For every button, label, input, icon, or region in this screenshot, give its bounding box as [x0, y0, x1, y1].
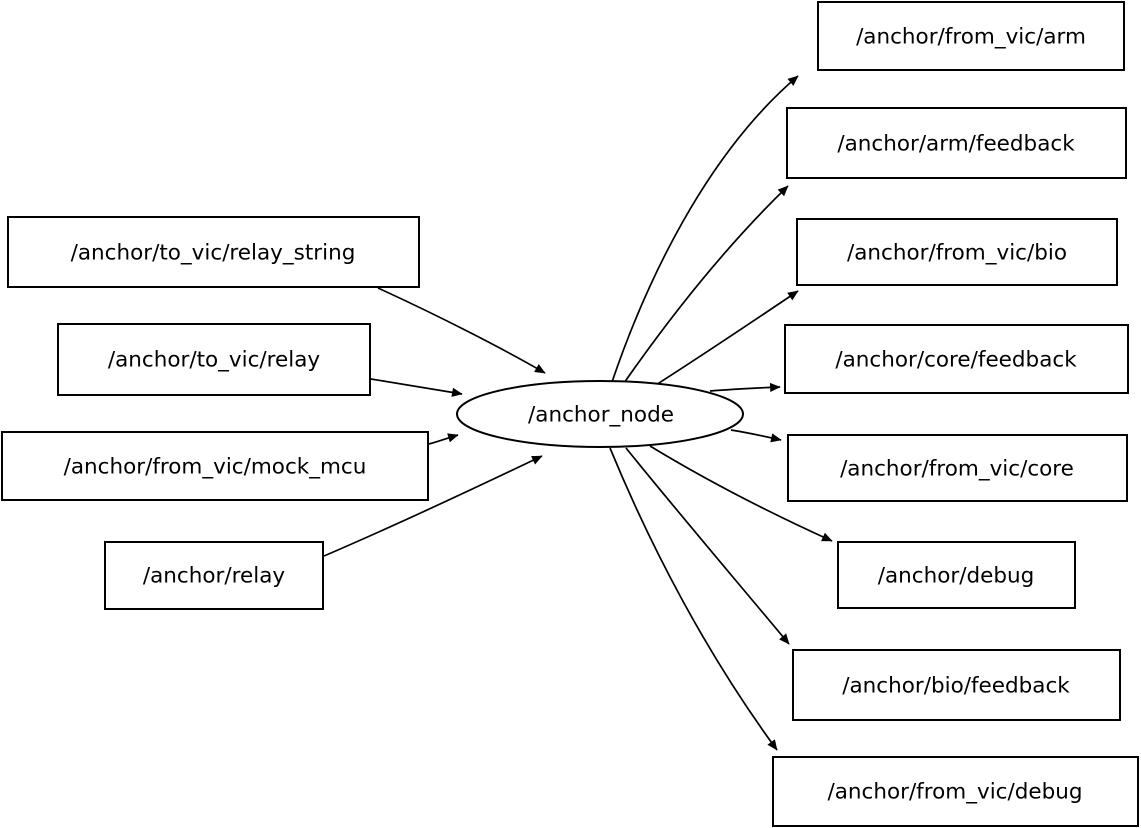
edge-anchor-node-to-arm-feedback	[623, 185, 789, 384]
edge-group	[323, 75, 833, 751]
edge-anchor-node-to-from-vic-bio	[647, 290, 799, 391]
topic-label: /anchor/relay	[143, 564, 285, 589]
topic-node-from-vic-mock-mcu[interactable]: /anchor/from_vic/mock_mcu	[1, 431, 429, 501]
topic-node-from-vic-arm[interactable]: /anchor/from_vic/arm	[817, 1, 1125, 71]
edge-to-vic-relay-to-anchor-node	[370, 378, 463, 397]
node-label: /anchor_node	[528, 403, 674, 428]
node-ellipse[interactable]	[456, 380, 744, 448]
center-node-anchor-node[interactable]: /anchor_node	[456, 380, 744, 448]
topic-box[interactable]	[796, 218, 1118, 286]
topic-box[interactable]	[787, 434, 1128, 502]
topic-node-core-feedback[interactable]: /anchor/core/feedback	[784, 324, 1129, 394]
topic-label: /anchor/to_vic/relay_string	[71, 241, 356, 266]
topic-node-to-vic-relay-string[interactable]: /anchor/to_vic/relay_string	[7, 216, 420, 288]
topic-label: /anchor/from_vic/mock_mcu	[64, 455, 367, 480]
topic-box[interactable]	[837, 541, 1076, 609]
topic-label: /anchor/bio/feedback	[842, 674, 1070, 699]
topic-box[interactable]	[817, 1, 1125, 71]
topic-node-bio-feedback[interactable]: /anchor/bio/feedback	[792, 649, 1121, 721]
topic-label: /anchor/core/feedback	[835, 348, 1077, 373]
edge-anchor-node-to-from-vic-debug	[609, 447, 778, 751]
topic-node-from-vic-debug[interactable]: /anchor/from_vic/debug	[772, 756, 1139, 827]
topic-label: /anchor/from_vic/bio	[847, 241, 1067, 266]
topic-node-from-vic-bio[interactable]: /anchor/from_vic/bio	[796, 218, 1118, 286]
topic-box[interactable]	[1, 431, 429, 501]
topic-node-arm-feedback[interactable]: /anchor/arm/feedback	[786, 107, 1127, 179]
topic-label: /anchor/from_vic/arm	[856, 25, 1086, 50]
topic-box[interactable]	[57, 323, 371, 396]
topic-box[interactable]	[792, 649, 1121, 721]
edge-anchor-node-to-debug	[649, 445, 833, 542]
edge-anchor-node-to-from-vic-core	[730, 429, 782, 443]
topic-box[interactable]	[104, 541, 324, 610]
edge-anchor-node-to-from-vic-arm	[611, 75, 799, 383]
topic-label: /anchor/debug	[878, 564, 1035, 589]
topic-label: /anchor/from_vic/debug	[827, 780, 1082, 805]
edge-anchor-node-to-core-feedback	[709, 382, 781, 393]
topic-node-to-vic-relay[interactable]: /anchor/to_vic/relay	[57, 323, 371, 396]
topic-node-debug[interactable]: /anchor/debug	[837, 541, 1076, 609]
topic-label: /anchor/to_vic/relay	[108, 348, 321, 373]
edge-to-vic-relay-string-to-anchor-node	[377, 287, 546, 374]
topic-box[interactable]	[784, 324, 1129, 394]
topic-node-relay[interactable]: /anchor/relay	[104, 541, 324, 610]
topic-label: /anchor/from_vic/core	[840, 457, 1074, 482]
topic-node-from-vic-core[interactable]: /anchor/from_vic/core	[787, 434, 1128, 502]
topic-box[interactable]	[786, 107, 1127, 179]
edge-relay-to-anchor-node	[323, 455, 543, 557]
topic-box[interactable]	[7, 216, 420, 288]
topic-label: /anchor/arm/feedback	[837, 132, 1075, 157]
edge-from-vic-mock-mcu-to-anchor-node	[428, 433, 459, 445]
topic-box[interactable]	[772, 756, 1139, 827]
edge-anchor-node-to-bio-feedback	[625, 447, 790, 645]
